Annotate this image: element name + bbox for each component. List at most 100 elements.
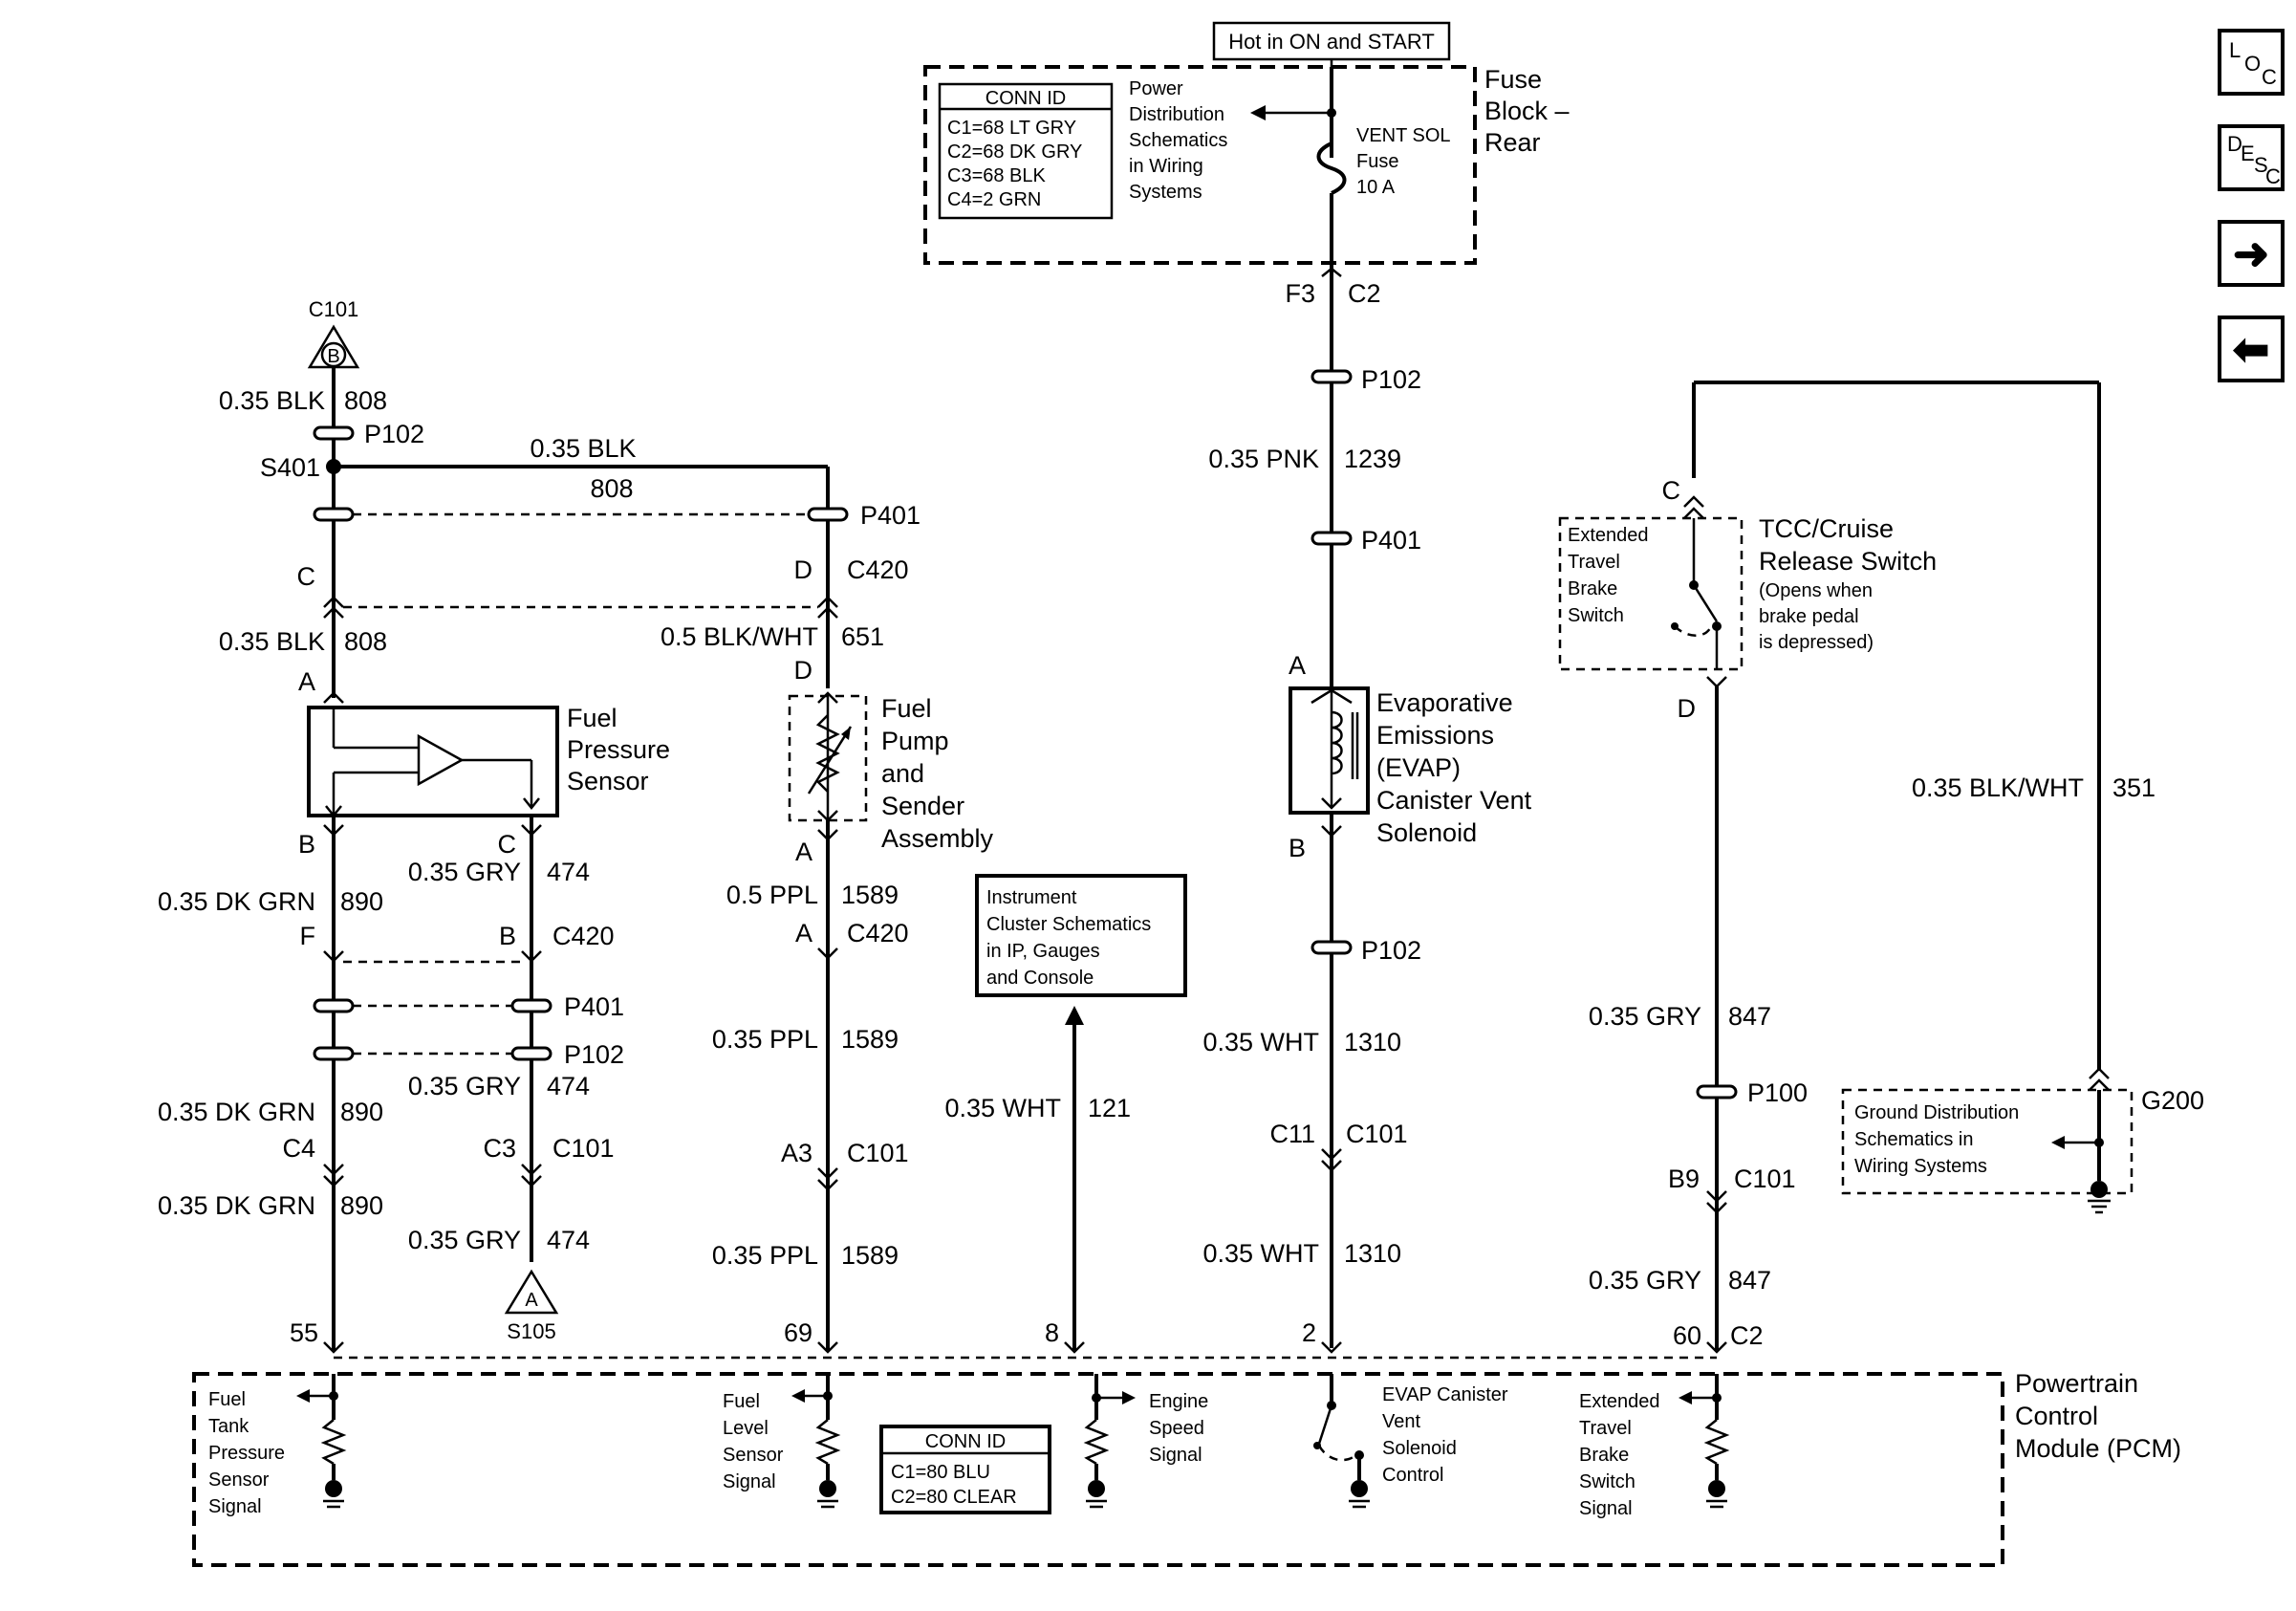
s401-label: S401 xyxy=(260,453,320,482)
pcm-resistor-icon xyxy=(1703,1419,1730,1466)
pump-a3: A3 xyxy=(781,1139,812,1167)
instrument-cluster-box xyxy=(975,874,1187,997)
signal2-3: Sensor xyxy=(723,1445,784,1466)
fuse-label-1: VENT SOL xyxy=(1356,125,1451,146)
signal5-3: Brake xyxy=(1579,1445,1629,1466)
gry2-color: 0.35 GRY xyxy=(408,1072,521,1100)
evap-c2: C2 xyxy=(1348,279,1381,308)
left-pin-b2: B xyxy=(499,922,516,950)
evap-p102-connector xyxy=(1310,369,1353,384)
desc-letter-e: E xyxy=(2241,142,2255,165)
brake-b9: B9 xyxy=(1668,1165,1700,1193)
pcm-conn-id-title: CONN ID xyxy=(925,1431,1006,1452)
prev-button[interactable]: ⬅ xyxy=(2218,316,2285,382)
next-button[interactable]: ➜ xyxy=(2218,220,2285,287)
pump-wire4-color: 0.35 PPL xyxy=(712,1241,818,1270)
left-pcm-pin: 55 xyxy=(290,1318,318,1347)
pcm-ground-icon xyxy=(1088,1480,1105,1497)
evap-wire1-color: 0.35 PNK xyxy=(1208,445,1319,473)
pump-c101: C101 xyxy=(847,1139,909,1167)
loc-letter-o: O xyxy=(2244,52,2262,76)
pcm-conn-c1: C1=80 BLU xyxy=(891,1462,990,1483)
gry1-num: 474 xyxy=(547,858,590,886)
fps-label-3: Sensor xyxy=(567,767,649,795)
brake-pin-c: C xyxy=(1662,476,1681,505)
fps-pin-c: C xyxy=(498,830,517,859)
pump-comp-1: Fuel xyxy=(881,694,932,723)
left-pin-c: C xyxy=(297,562,316,591)
left-c101: C101 xyxy=(552,1134,615,1163)
pcm-box xyxy=(192,1372,2004,1567)
g200-ground-icon xyxy=(2090,1181,2108,1198)
signal3-1: Engine xyxy=(1149,1391,1208,1412)
brake-wire-right-color: 0.35 BLK/WHT xyxy=(1912,773,2084,802)
evap-c11: C11 xyxy=(1269,1120,1315,1148)
gry1-color: 0.35 GRY xyxy=(408,858,521,886)
fuse-conn-id-box xyxy=(938,82,1114,220)
fuel-pump-branch: P401 D C420 0.5 BLK/WHT 651 D Fuel Pump … xyxy=(661,501,994,1354)
ground-distribution-box xyxy=(1841,1088,2134,1195)
evap-comp-4: Canister Vent xyxy=(1376,786,1532,815)
loc-letter-l: L xyxy=(2229,38,2242,62)
s105-tri-letter: A xyxy=(525,1290,538,1311)
splice-wire-num: 808 xyxy=(590,474,633,503)
pump-p401: P401 xyxy=(860,501,921,530)
pcm-ground-icon xyxy=(1351,1480,1368,1497)
pcm-title-1: Powertrain xyxy=(2015,1369,2138,1398)
evap-f3: F3 xyxy=(1285,279,1315,308)
evap-solenoid-box xyxy=(1289,686,1370,815)
loc-button[interactable]: L O C xyxy=(2218,29,2285,96)
ground-dist-3: Wiring Systems xyxy=(1854,1156,1987,1177)
pump-wire1-num: 651 xyxy=(841,622,884,651)
fps-label-1: Fuel xyxy=(567,704,617,732)
pump-pcm-pin: 69 xyxy=(784,1318,812,1347)
dkgrn1-num: 890 xyxy=(340,887,383,916)
gry3-num: 474 xyxy=(547,1226,590,1254)
left-c4: C4 xyxy=(282,1134,315,1163)
evap-wire2-color: 0.35 WHT xyxy=(1202,1028,1319,1056)
left-wire-mid-num: 808 xyxy=(344,627,387,656)
hot-label: Hot in ON and START xyxy=(1228,30,1435,54)
pcm-title-3: Module (PCM) xyxy=(2015,1434,2181,1463)
fuse-conn-c2: C2=68 DK GRY xyxy=(947,142,1082,163)
pcm-ground-icon xyxy=(1708,1480,1725,1497)
power-dist-4: in Wiring xyxy=(1129,156,1203,177)
fuse-block-title-2: Block – xyxy=(1484,97,1570,125)
pcm-ground-icon xyxy=(325,1480,342,1497)
brake-p100: P100 xyxy=(1747,1078,1808,1107)
evap-comp-5: Solenoid xyxy=(1376,818,1477,847)
cluster-pcm-pin: 8 xyxy=(1045,1318,1059,1347)
evap-p401-connector xyxy=(1310,531,1353,546)
pump-wire3-color: 0.35 PPL xyxy=(712,1025,818,1054)
desc-letter-d: D xyxy=(2227,132,2242,156)
evap-comp-2: Emissions xyxy=(1376,721,1494,750)
pump-p401-connector xyxy=(807,507,849,522)
gry2-num: 474 xyxy=(547,1072,590,1100)
brake-wire1-color: 0.35 GRY xyxy=(1589,1002,1701,1031)
signal3-2: Speed xyxy=(1149,1418,1204,1439)
evap-wire3-color: 0.35 WHT xyxy=(1202,1239,1319,1268)
pump-comp-5: Assembly xyxy=(881,824,994,853)
brake-wire1-num: 847 xyxy=(1728,1002,1771,1031)
evap-branch: F3 C2 P102 0.35 PNK 1239 P401 A Evaporat… xyxy=(1202,263,1532,1354)
desc-button[interactable]: D E S C xyxy=(2218,124,2285,191)
pump-pin-a: A xyxy=(795,838,812,866)
dkgrn2-num: 890 xyxy=(340,1098,383,1126)
signal3-3: Signal xyxy=(1149,1445,1202,1466)
brake-pcm-conn: C2 xyxy=(1730,1321,1764,1350)
power-dist-1: Power xyxy=(1129,78,1183,99)
signal1-5: Signal xyxy=(208,1496,262,1517)
left-p102-connector xyxy=(313,425,355,441)
evap-p401: P401 xyxy=(1361,526,1421,555)
fuel-pressure-branch: B C101 0.35 BLK 808 P102 S401 0.35 BLK 8… xyxy=(158,297,830,1354)
right-p401b-connector xyxy=(510,998,552,1013)
tcc-title-1: TCC/Cruise xyxy=(1759,514,1894,543)
pump-c420b: C420 xyxy=(847,919,909,947)
fuse-block-rear: Fuse Block – Rear CONN ID C1=68 LT GRY C… xyxy=(923,65,1570,265)
pump-comp-2: Pump xyxy=(881,727,949,755)
vent-sol-fuse-icon xyxy=(1316,142,1347,195)
c101-tri-letter: B xyxy=(327,346,339,367)
left-pin-a: A xyxy=(298,667,315,696)
solenoid-coil-icon xyxy=(1331,710,1343,775)
